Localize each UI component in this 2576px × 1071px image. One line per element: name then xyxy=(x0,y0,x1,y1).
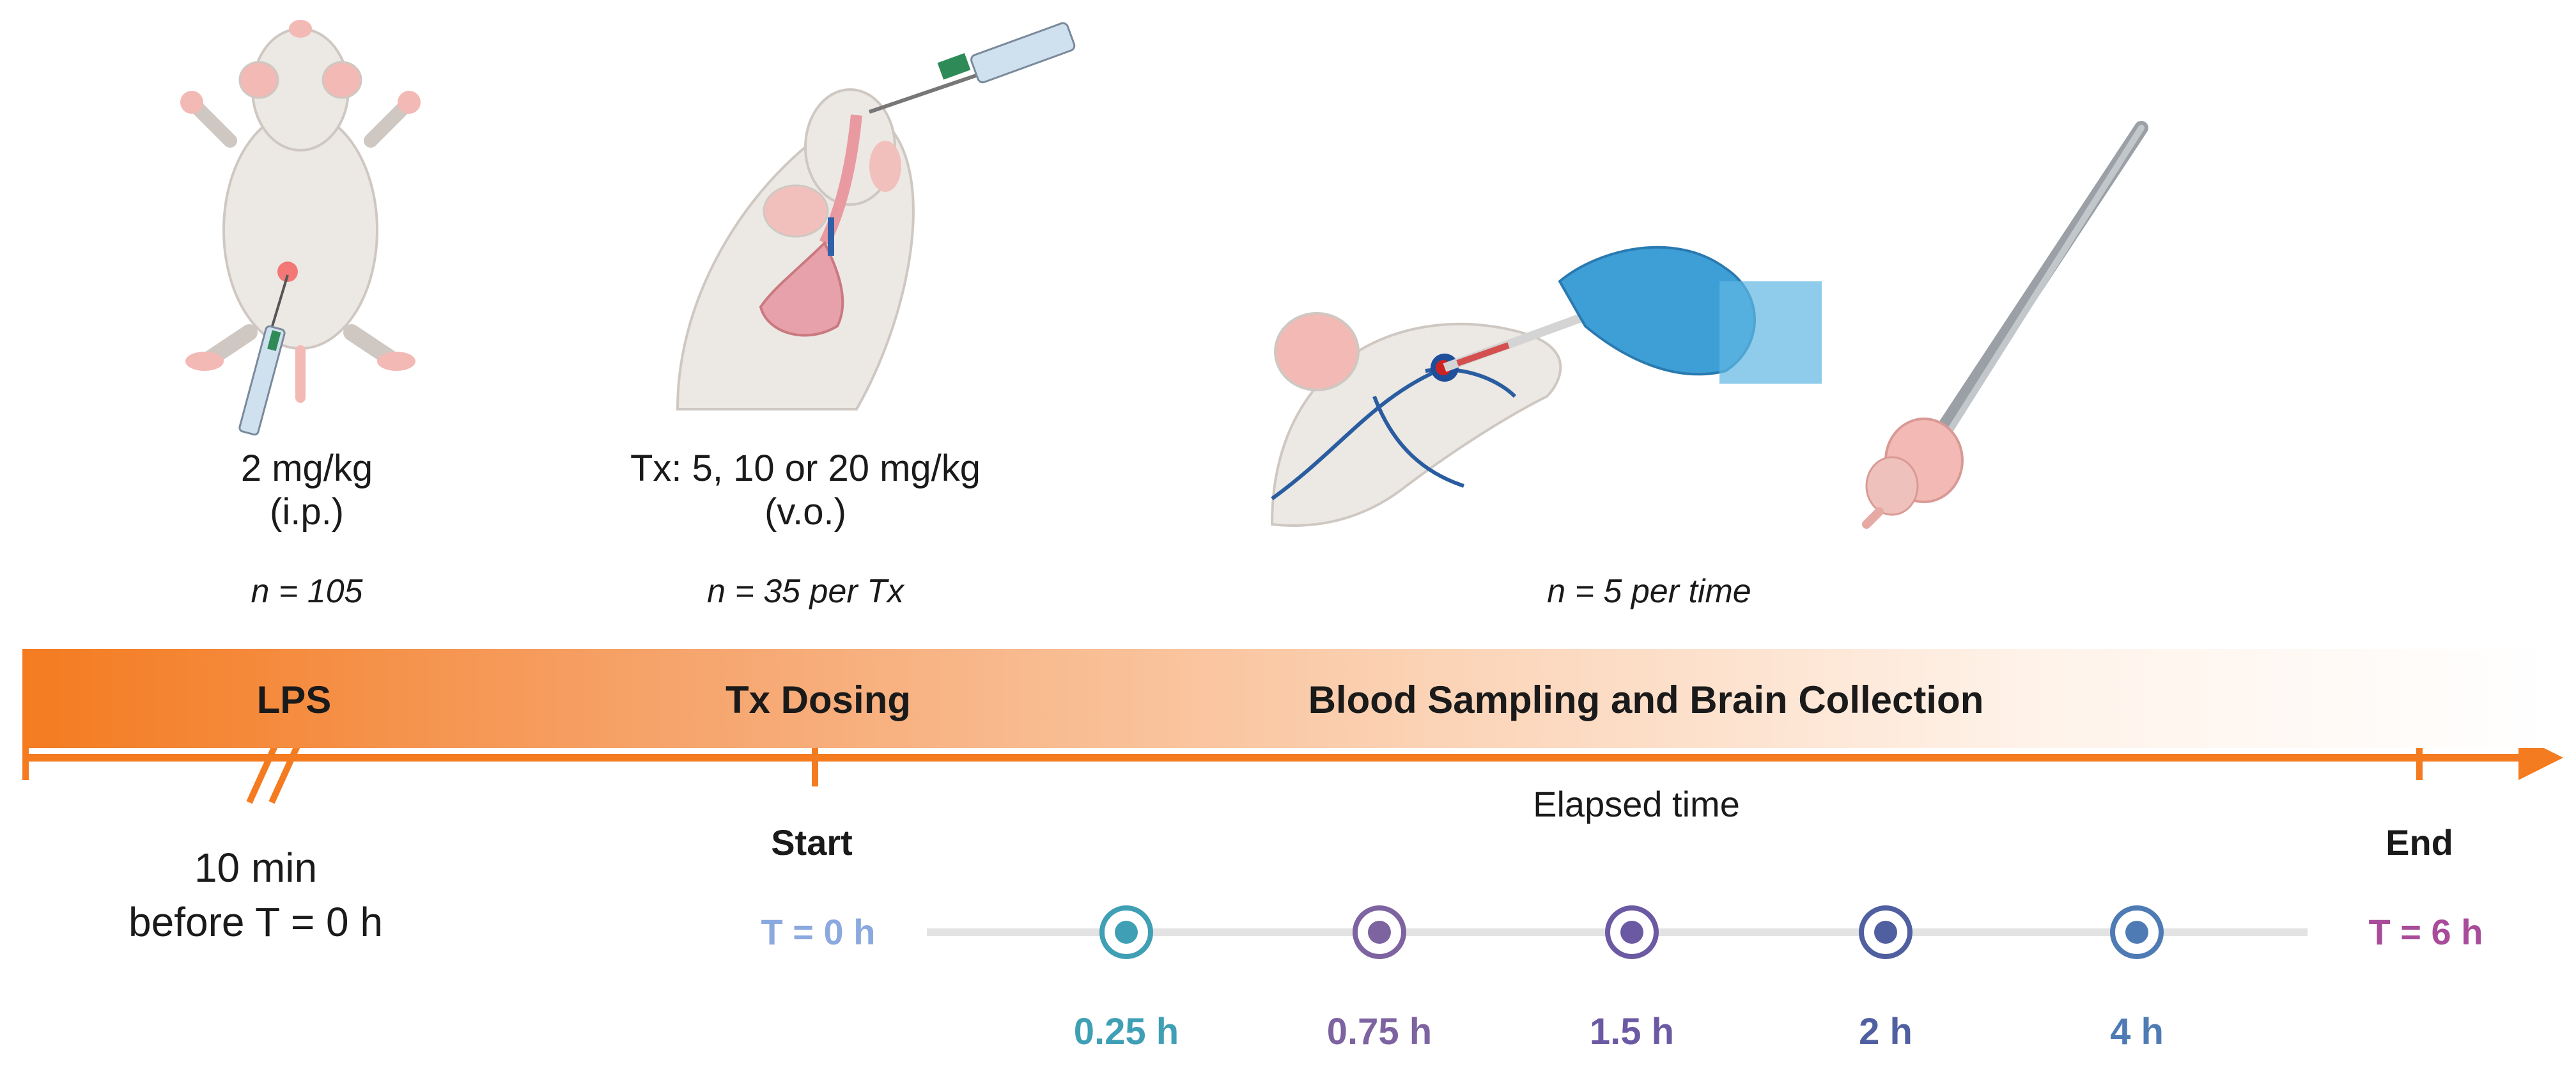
timepoint-label: 0.25 h xyxy=(1073,1011,1179,1052)
end-label: End xyxy=(2386,822,2453,863)
phase-sampling: Blood Sampling and Brain Collection xyxy=(1308,678,1984,721)
timepoint-marker-dot xyxy=(1368,921,1391,944)
timepoint-label: 1.5 h xyxy=(1589,1011,1675,1052)
pre-time-line2: before T = 0 h xyxy=(128,899,383,945)
tx-dose: Tx: 5, 10 or 20 mg/kg xyxy=(630,448,981,489)
timepoint-marker-dot xyxy=(1620,921,1643,944)
timepoint-markers xyxy=(1099,905,2164,959)
timepoint-label: 4 h xyxy=(2110,1011,2164,1052)
t6-label: T = 6 h xyxy=(2368,912,2483,952)
phase-lps: LPS xyxy=(256,678,332,721)
retro-orbital-blood-sampling-illustration xyxy=(1270,246,1822,527)
t0-label: T = 0 h xyxy=(761,912,876,952)
timepoint-label: 2 h xyxy=(1859,1011,1913,1052)
brain-forceps-illustration xyxy=(1862,121,2148,529)
tx-route: (v.o.) xyxy=(764,491,846,533)
n-time: n = 5 per time xyxy=(1547,573,1751,610)
lps-route: (i.p.) xyxy=(270,491,344,533)
rat-lps-injection-illustration xyxy=(180,20,421,436)
rat-oral-gavage-illustration xyxy=(676,22,1076,410)
timepoint-marker-dot xyxy=(1115,921,1138,944)
phase-tx-dosing: Tx Dosing xyxy=(725,678,911,721)
start-label: Start xyxy=(771,822,853,863)
phase-band xyxy=(22,649,2554,748)
timepoint-marker-dot xyxy=(1874,921,1897,944)
lps-dose: 2 mg/kg xyxy=(240,448,373,489)
n-tx: n = 35 per Tx xyxy=(707,573,904,610)
n-lps: n = 105 xyxy=(251,573,363,610)
pre-time-line1: 10 min xyxy=(194,845,318,891)
timepoint-label: 0.75 h xyxy=(1326,1011,1432,1052)
timepoint-marker-dot xyxy=(2125,921,2148,944)
elapsed-time-label: Elapsed time xyxy=(1533,784,1740,824)
